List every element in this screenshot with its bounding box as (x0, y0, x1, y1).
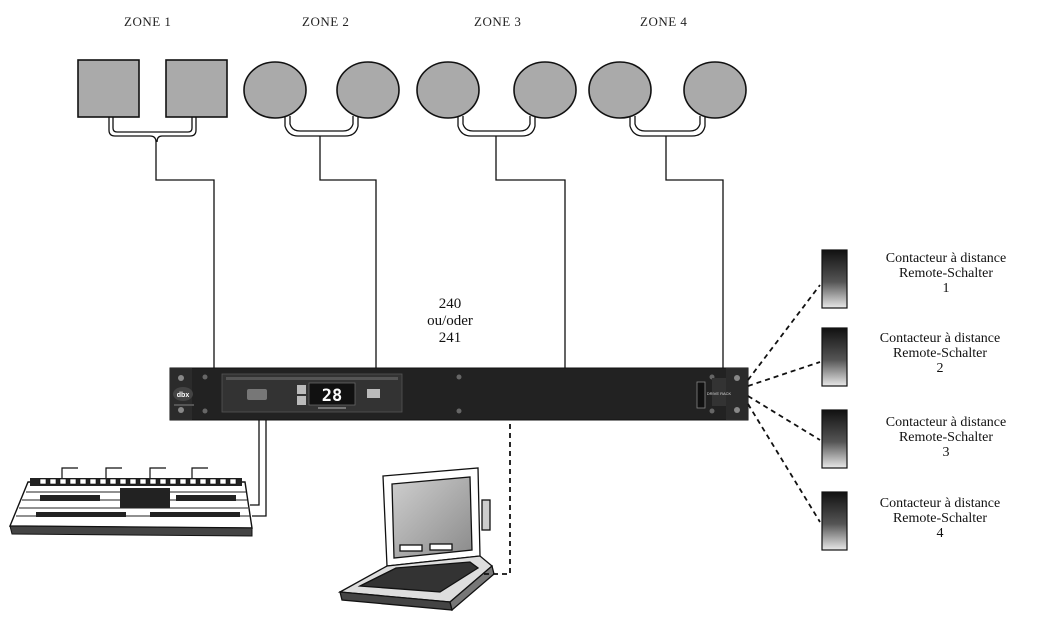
remote-2-line1: Contacteur à distance (879, 331, 1001, 346)
remote-2-switch (821, 327, 848, 387)
zone-1-speaker-left (77, 59, 140, 118)
zone-3-speaker-right (513, 61, 577, 119)
remote-3-line1: Contacteur à distance (885, 415, 1007, 430)
remote-1-label: Contacteur à distance Remote-Schalter 1 (846, 251, 1046, 296)
remote-1-connection (747, 284, 821, 381)
remote-2-connection (747, 361, 821, 387)
remote-2-label: Contacteur à distance Remote-Schalter 2 (840, 331, 1040, 376)
zone-1-wiring (108, 117, 215, 370)
zone-4-speakers (588, 61, 747, 119)
model-line-1: 240 (438, 296, 462, 312)
zone-3-label: ZONE 3 (474, 14, 522, 29)
zone-4-label: ZONE 4 (640, 14, 688, 29)
remote-4-line1: Contacteur à distance (879, 496, 1001, 511)
zone-4-wiring (629, 116, 724, 370)
zone-4-speaker-right (683, 61, 747, 119)
remote-3-number: 3 (942, 445, 950, 460)
mixing-console-icon (8, 467, 253, 537)
zone-1-speaker-right (165, 59, 228, 118)
laptop-connection (480, 424, 511, 575)
power-switch (696, 381, 706, 409)
rs232-connector (247, 389, 267, 400)
remote-4-number: 4 (936, 526, 944, 541)
remote-3-label: Contacteur à distance Remote-Schalter 3 (846, 415, 1046, 460)
model-line-2: ou/oder (427, 313, 473, 329)
remote-4-switch (821, 491, 848, 551)
remote-2-line2: Remote-Schalter (892, 346, 988, 361)
remote-1-number: 1 (942, 281, 950, 296)
zone-3-wiring (457, 116, 566, 370)
zone-3-speaker-left (416, 61, 480, 119)
select-button (367, 389, 380, 398)
rack-ear-right (726, 368, 748, 420)
led-display-digits: 28 (322, 386, 342, 406)
remote-switches (821, 249, 848, 551)
zone-2-label: ZONE 2 (302, 14, 350, 29)
product-name-text: DRIVE RACK (707, 391, 732, 396)
remote-1-switch (821, 249, 848, 309)
up-button (297, 385, 306, 394)
zone-2-speaker-right (336, 61, 400, 119)
model-line-3: 241 (438, 330, 462, 346)
led-display (308, 382, 356, 406)
zone-3-speakers (416, 61, 577, 119)
zone-2-speaker-left (243, 61, 307, 119)
brand-text: dbx (177, 392, 190, 399)
remote-1-line2: Remote-Schalter (898, 266, 994, 281)
zone-1-label: ZONE 1 (124, 14, 172, 29)
drive-rack-logo (712, 378, 726, 406)
remote-4-line2: Remote-Schalter (892, 511, 988, 526)
remote-2-number: 2 (936, 361, 944, 376)
remote-3-line2: Remote-Schalter (898, 430, 994, 445)
zone-2-wiring (284, 116, 377, 370)
laptop-icon (337, 467, 495, 612)
mixer-wiring (250, 420, 267, 517)
zone-4-speaker-left (588, 61, 652, 119)
zone-1-speakers (77, 59, 228, 118)
zone-2-speakers (243, 61, 400, 119)
remote-4-connection (747, 403, 821, 523)
remote-3-switch (821, 409, 848, 469)
down-button (297, 396, 306, 405)
remote-1-line1: Contacteur à distance (885, 251, 1007, 266)
remote-4-label: Contacteur à distance Remote-Schalter 4 (840, 496, 1040, 541)
dbx-logo (173, 387, 194, 406)
remote-connections (747, 284, 821, 523)
remote-3-connection (747, 395, 821, 441)
processor-model-label: 240 ou/oder 241 (400, 296, 500, 347)
rack-processor (169, 367, 749, 421)
